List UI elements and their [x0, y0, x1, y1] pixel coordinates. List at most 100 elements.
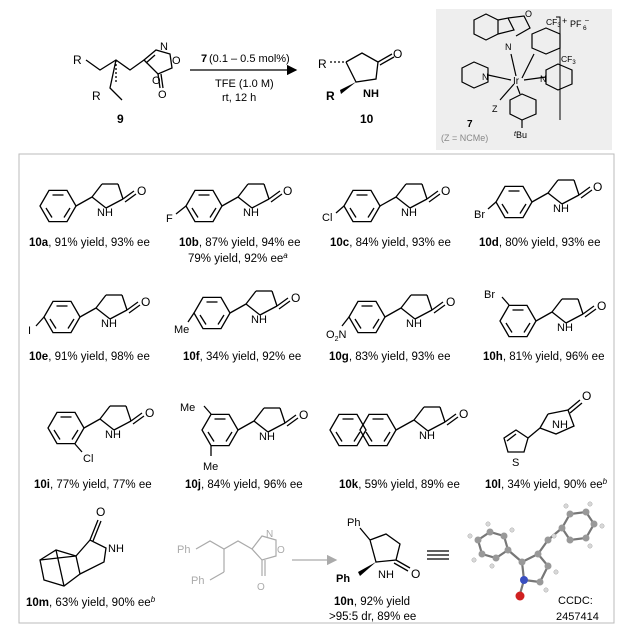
caption-10h: 10h, 81% yield, 96% ee — [483, 351, 604, 363]
structure-10e: I NH O — [28, 294, 150, 337]
nh-atom: NH — [419, 430, 435, 442]
caption-10k: 10k, 59% yield, 89% ee — [339, 479, 460, 491]
reactant-carbonyl-o: O — [158, 89, 167, 101]
reactant-o-atom-2: O — [152, 75, 161, 87]
catalyst-7-panel: + PF 6 – O N CF3 CF3 Ir N N Z tBu 7 (Z =… — [436, 9, 612, 150]
o-atom: O — [446, 295, 455, 309]
z-ligand-label: Z — [492, 104, 498, 114]
structure-10j: Me Me NH O — [180, 402, 308, 473]
structure-10b: F NH O — [166, 183, 292, 225]
pyridine-n-atom-2: N — [540, 74, 547, 84]
ccdc-label: CCDC: — [558, 595, 593, 607]
chloro-substituent: Cl — [322, 212, 332, 224]
product-r-group: R — [318, 57, 327, 71]
caption-10a: 10a, 91% yield, 93% ee — [29, 237, 150, 249]
solvent-condition: TFE (1.0 M) — [215, 78, 274, 90]
tbu-label: tBu — [514, 130, 527, 140]
structure-10d: Br NH O — [474, 179, 602, 221]
nh-atom: NH — [108, 543, 124, 555]
o-atom: O — [141, 295, 150, 309]
ccdc-number: 2457414 — [556, 611, 599, 623]
phenyl-label: Ph — [177, 544, 190, 556]
nh-atom: NH — [105, 429, 121, 441]
nh-atom: NH — [243, 207, 259, 219]
substrate-scope-frame — [18, 153, 615, 624]
reactant-label: 9 — [117, 112, 124, 126]
nitrogen-atom — [520, 576, 528, 584]
reaction-arrow: 7 (0.1 – 0.5 mol%) TFE (1.0 M) rt, 12 h — [190, 53, 298, 104]
methyl-substituent: Me — [180, 402, 195, 414]
reactant-o-atom: O — [172, 55, 181, 67]
caption-10n-line2: >95:5 dr, 89% ee — [329, 611, 416, 623]
nh-atom: NH — [557, 322, 573, 334]
nh-atom: NH — [259, 431, 275, 443]
nh-atom: NH — [378, 569, 394, 581]
catalyst-loading: (0.1 – 0.5 mol%) — [209, 53, 290, 65]
product-label: 10 — [360, 112, 374, 126]
nh-atom: NH — [251, 314, 267, 326]
catalyst-o-atom: O — [525, 9, 532, 19]
o-atom: O — [411, 567, 420, 581]
temperature-time-condition: rt, 12 h — [222, 92, 256, 104]
reactant-r-group-2: R — [92, 89, 101, 103]
caption-10e: 10e, 91% yield, 98% ee — [29, 351, 150, 363]
nh-atom: NH — [553, 203, 569, 215]
nh-atom: NH — [101, 318, 117, 330]
o-atom: O — [299, 408, 308, 422]
structure-10h: Br NH O — [484, 289, 606, 338]
carbonyl-o-atom: O — [257, 582, 265, 593]
n-atom: N — [266, 529, 273, 540]
bromo-substituent: Br — [484, 289, 495, 301]
caption-10j: 10j, 84% yield, 96% ee — [185, 479, 303, 491]
nh-atom: NH — [97, 207, 113, 219]
structure-10i: Cl NH O — [47, 405, 154, 465]
counterion-superscript: – — [585, 17, 589, 24]
iridium-atom: Ir — [513, 76, 520, 87]
o-atom: O — [96, 505, 105, 519]
structure-10c: Cl NH O — [322, 183, 450, 224]
oxygen-atom — [515, 591, 525, 601]
reactant-9: N O O O R R 9 — [73, 41, 181, 126]
caption-10i: 10i, 77% yield, 77% ee — [34, 479, 152, 491]
bromo-substituent: Br — [474, 209, 485, 221]
caption-10g: 10g, 83% yield, 93% ee — [329, 351, 450, 363]
o-atom: O — [291, 291, 300, 305]
phenyl-label: Ph — [347, 517, 360, 529]
structure-10g: O2N NH O — [326, 294, 455, 343]
counterion-subscript: 6 — [583, 25, 587, 32]
catalyst-note: (Z = NCMe) — [441, 133, 488, 143]
phenyl-label-2: Ph — [191, 575, 204, 587]
crystal-structure-image: CCDC: 2457414 — [467, 501, 605, 623]
caption-10b: 10b, 87% yield, 94% ee — [179, 237, 300, 249]
o-atom: O — [441, 184, 450, 198]
structure-10f: Me NH O — [174, 290, 300, 336]
structure-10l: S NH O — [503, 389, 591, 469]
o-atom: O — [593, 180, 602, 194]
caption-10l: 10l, 34% yield, 90% eeb — [485, 477, 608, 491]
nh-atom: NH — [401, 207, 417, 219]
o-atom: O — [283, 184, 292, 198]
o-atom: O — [137, 184, 146, 198]
catalyst-label: 7 — [467, 119, 473, 130]
caption-10d: 10d, 80% yield, 93% ee — [479, 237, 600, 249]
product-10: R R O NH 10 — [318, 47, 402, 126]
caption-10b-extra: 79% yield, 92% eea — [188, 251, 288, 265]
fluoro-substituent: F — [166, 213, 173, 225]
product-o-atom: O — [393, 47, 402, 61]
catalyst-n-atom: N — [505, 42, 512, 52]
methyl-substituent: Me — [174, 324, 189, 336]
structure-10m: O NH — [39, 505, 124, 587]
o-atom: O — [597, 299, 606, 313]
nh-atom: NH — [552, 419, 568, 431]
nitro-substituent: O2N — [326, 329, 346, 343]
caption-10c: 10c, 84% yield, 93% ee — [330, 237, 451, 249]
methyl-substituent-2: Me — [203, 461, 218, 473]
catalyst-number: 7 — [201, 53, 207, 65]
o-atom: O — [582, 389, 591, 403]
structure-10a: NH O — [39, 183, 146, 223]
product-r-group-2: R — [326, 89, 335, 103]
nh-atom: NH — [406, 318, 422, 330]
phenyl-label-2: Ph — [336, 573, 350, 585]
reactant-n-atom: N — [160, 41, 168, 53]
